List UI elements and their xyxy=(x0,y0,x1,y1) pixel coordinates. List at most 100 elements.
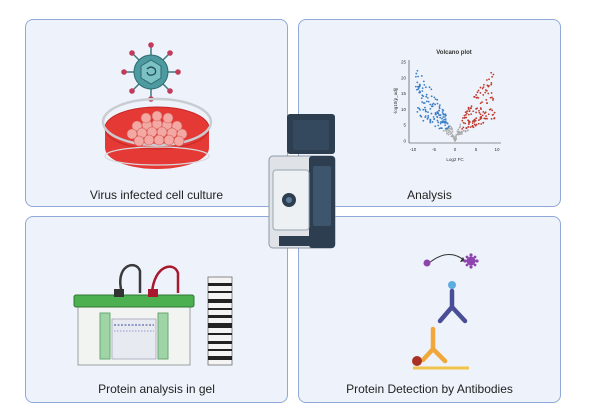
volcano-point xyxy=(429,121,432,124)
volcano-point xyxy=(416,81,419,84)
caption-antibodies: Protein Detection by Antibodies xyxy=(346,382,513,396)
volcano-point xyxy=(423,84,426,86)
volcano-point xyxy=(439,122,442,125)
volcano-point xyxy=(490,118,493,120)
volcano-point xyxy=(466,129,469,132)
volcano-point xyxy=(487,113,490,116)
mass-spectrometer-icon xyxy=(268,114,336,249)
volcano-point xyxy=(470,113,473,116)
volcano-point xyxy=(442,116,445,118)
volcano-point xyxy=(468,110,471,112)
volcano-point xyxy=(426,96,429,99)
volcano-point xyxy=(490,71,493,74)
volcano-point xyxy=(436,116,439,119)
volcano-point xyxy=(442,129,445,132)
volcano-point xyxy=(438,107,441,110)
volcano-point xyxy=(438,114,440,116)
volcano-point xyxy=(429,119,432,121)
volcano-point xyxy=(414,85,417,88)
volcano-point xyxy=(447,131,450,134)
volcano-point xyxy=(445,122,448,124)
volcano-point xyxy=(493,116,496,119)
volcano-point xyxy=(438,104,441,107)
volcano-point xyxy=(473,123,476,126)
volcano-point xyxy=(478,109,480,112)
volcano-point xyxy=(472,110,475,113)
volcano-point xyxy=(436,119,439,122)
volcano-point xyxy=(425,110,427,113)
volcano-point xyxy=(418,85,421,88)
volcano-x-tick: 5 xyxy=(475,147,478,152)
volcano-point xyxy=(425,93,428,96)
volcano-x-tick: 0 xyxy=(454,147,457,152)
volcano-point xyxy=(467,119,470,122)
volcano-point xyxy=(479,118,482,120)
volcano-point xyxy=(481,114,484,117)
volcano-point xyxy=(479,116,482,119)
volcano-point xyxy=(430,88,433,91)
volcano-point xyxy=(463,114,466,117)
volcano-point xyxy=(475,123,478,126)
volcano-point xyxy=(476,91,479,94)
volcano-point xyxy=(490,92,493,94)
volcano-point xyxy=(445,132,448,135)
volcano-point xyxy=(458,126,461,129)
volcano-point xyxy=(472,126,475,129)
volcano-point xyxy=(425,95,428,98)
volcano-point xyxy=(475,117,478,120)
volcano-y-tick: 5 xyxy=(403,123,406,128)
volcano-point xyxy=(473,95,476,98)
volcano-point xyxy=(416,110,419,113)
volcano-point xyxy=(479,113,482,116)
volcano-point xyxy=(479,86,482,89)
volcano-x-tick: -5 xyxy=(432,147,436,152)
volcano-y-tick: 10 xyxy=(401,107,407,112)
volcano-point xyxy=(484,117,487,120)
volcano-point xyxy=(445,129,448,132)
gel-electrophoresis-icon xyxy=(73,263,233,366)
volcano-point xyxy=(434,113,437,116)
volcano-point xyxy=(490,83,493,86)
volcano-point xyxy=(491,109,494,112)
volcano-point xyxy=(471,122,474,124)
volcano-point xyxy=(429,103,432,106)
volcano-point xyxy=(439,121,442,123)
volcano-point xyxy=(420,97,423,100)
volcano-point xyxy=(484,91,487,94)
volcano-point xyxy=(467,126,470,128)
volcano-point xyxy=(462,126,465,129)
volcano-point xyxy=(465,127,468,129)
volcano-point xyxy=(484,111,487,114)
volcano-point xyxy=(467,123,470,126)
volcano-point xyxy=(488,78,490,81)
volcano-point xyxy=(417,106,419,109)
volcano-point xyxy=(459,133,462,135)
volcano-point xyxy=(430,112,433,115)
volcano-point xyxy=(464,130,467,132)
volcano-point xyxy=(429,107,432,110)
volcano-point xyxy=(492,97,495,100)
volcano-point xyxy=(482,111,485,113)
volcano-point xyxy=(461,131,464,134)
volcano-point xyxy=(417,75,420,78)
volcano-point xyxy=(440,127,443,130)
caption-analysis: Analysis xyxy=(407,188,452,202)
volcano-point xyxy=(491,96,493,99)
volcano-point xyxy=(486,84,489,87)
volcano-point xyxy=(490,82,493,84)
volcano-point xyxy=(475,94,478,96)
volcano-point xyxy=(418,107,421,110)
panel-antibodies: Protein Detection by Antibodies xyxy=(298,216,561,403)
volcano-point xyxy=(448,127,450,130)
volcano-point xyxy=(422,80,425,83)
volcano-point xyxy=(424,86,427,89)
volcano-point xyxy=(422,119,425,122)
volcano-point xyxy=(473,120,476,123)
caption-virus-culture: Virus infected cell culture xyxy=(89,188,224,202)
volcano-point xyxy=(468,121,470,124)
volcano-point xyxy=(432,116,435,118)
volcano-point xyxy=(465,112,468,115)
volcano-point xyxy=(444,118,447,120)
volcano-point xyxy=(433,118,436,121)
volcano-point xyxy=(475,111,478,114)
